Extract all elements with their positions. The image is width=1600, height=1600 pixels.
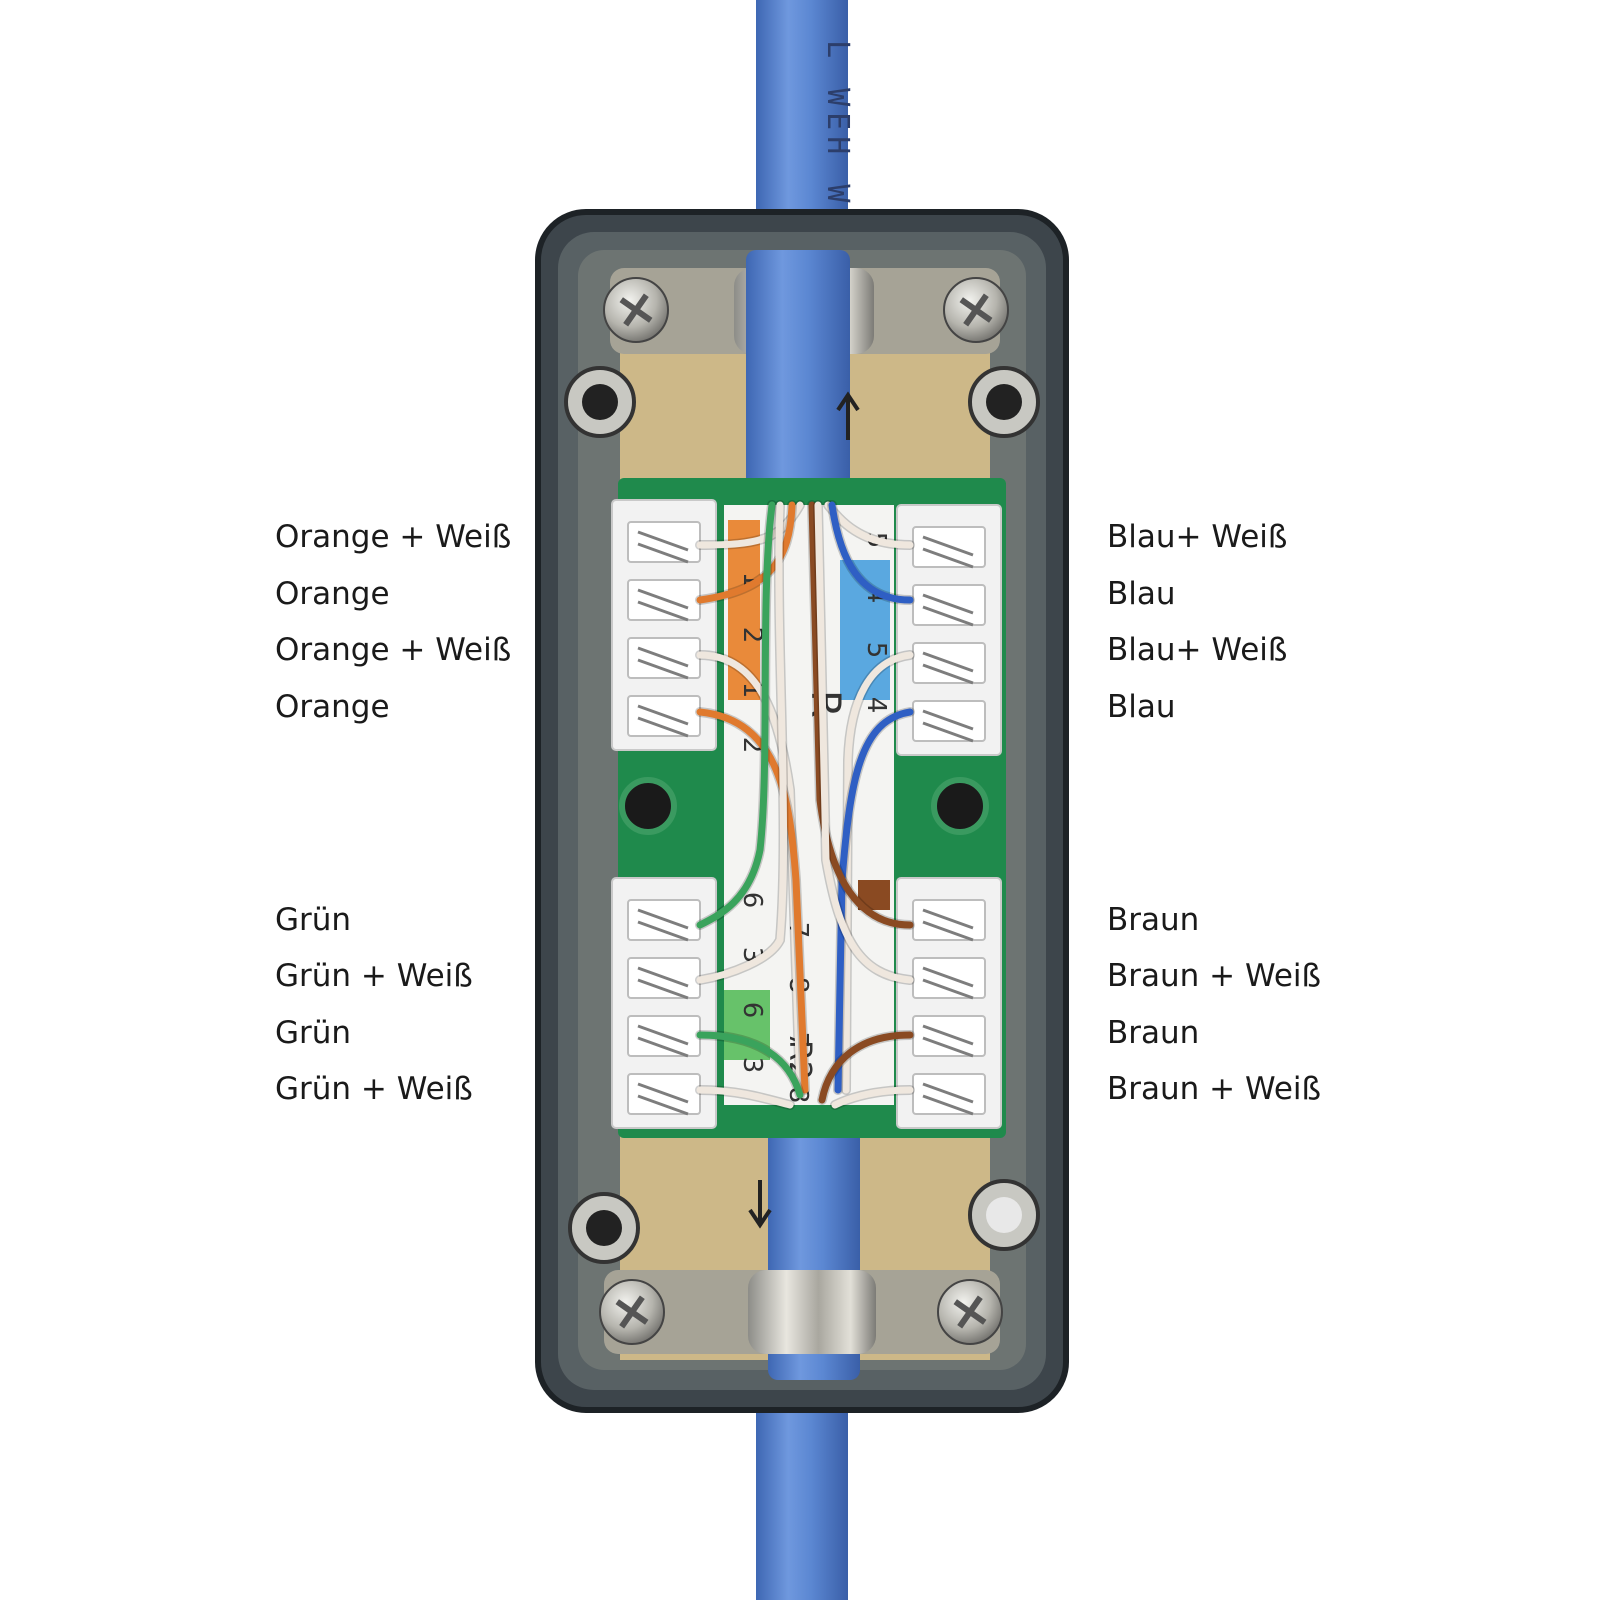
idc-slot [627,899,701,942]
wire-label-left-bottom-1: Grün [275,902,352,938]
orange-patch [728,520,760,700]
cable-jacket-top [746,250,850,510]
idc-slot [627,521,701,564]
arrow-down-icon [748,1180,772,1229]
mount-hole-top-left [564,366,636,438]
wire-label-right-top-2: Blau [1107,576,1176,612]
pcb-pin-number: 6 [737,892,767,909]
terminal-blocks [611,499,1002,1129]
screw-bottom-right [937,1279,1003,1345]
wire-label-right-bottom-2: Braun + Weiß [1107,958,1322,994]
wire-label-left-top-1: Orange + Weiß [275,519,512,555]
wire-label-left-bottom-3: Grün [275,1015,352,1051]
wire-blue-white-2 [842,651,914,1094]
pcb-pin-number: 3 [737,1057,767,1074]
wire-label-right-top-4: Blau [1107,689,1176,725]
wire-blue-2 [834,708,914,1094]
idc-slot [627,637,701,680]
screw-top-right [943,277,1009,343]
terminal-block-bottom-left [611,877,717,1129]
wire-brown-2 [818,1031,914,1104]
wire-bundle [695,500,915,1110]
wire-blue-1 [828,501,914,604]
idc-slot [627,957,701,1000]
wire-label-right-top-3: Blau+ Weiß [1107,632,1288,668]
bottom-cable-clamp [748,1270,876,1354]
wire-label-right-bottom-4: Braun + Weiß [1107,1071,1322,1107]
idc-slot [912,899,986,942]
terminal-block-top-right [896,504,1002,756]
wire-label-right-bottom-1: Braun [1107,902,1200,938]
wire-brown-white-2 [831,1086,914,1109]
idc-slot [627,1015,701,1058]
mount-hole-bottom-right [968,1179,1040,1251]
mount-hole-top-right [968,366,1040,438]
idc-slot [912,642,986,685]
idc-slot [912,1015,986,1058]
wire-green-1 [696,501,776,929]
screw-top-left [603,277,669,343]
wire-label-right-bottom-3: Braun [1107,1015,1200,1051]
wire-label-left-top-4: Orange [275,689,390,725]
idc-slot [912,700,986,743]
wire-label-right-top-1: Blau+ Weiß [1107,519,1288,555]
wire-green-white-1 [696,501,787,984]
pcb-pin-number: 5 [861,642,891,659]
wire-label-left-bottom-2: Grün + Weiß [275,958,473,994]
pcb-pin-number: 6 [737,1002,767,1019]
screw-bottom-left [599,1279,665,1345]
pcb-pin-number: 2 [737,627,767,644]
wire-orange-1 [696,501,796,604]
pcb-hole-left [619,777,677,835]
arrow-up-icon [836,391,860,440]
idc-slot [627,1073,701,1116]
wire-label-left-bottom-4: Grün + Weiß [275,1071,473,1107]
idc-slot [627,579,701,622]
wire-label-left-top-2: Orange [275,576,390,612]
idc-slot [912,584,986,627]
wire-label-left-top-3: Orange + Weiß [275,632,512,668]
pcb-hole-right [931,777,989,835]
terminal-block-top-left [611,499,717,751]
idc-slot [912,526,986,569]
idc-slot [912,1073,986,1116]
idc-slot [912,957,986,1000]
terminal-block-bottom-right [896,877,1002,1129]
mount-hole-bottom-left [568,1192,640,1264]
wire-green-2 [696,1031,804,1099]
wire-orange-2 [696,708,809,1094]
wire-green-white-2 [696,1086,794,1109]
idc-slot [627,695,701,738]
wire-brown-white-1 [814,501,914,984]
pcb-pin-number: 4 [861,697,891,714]
